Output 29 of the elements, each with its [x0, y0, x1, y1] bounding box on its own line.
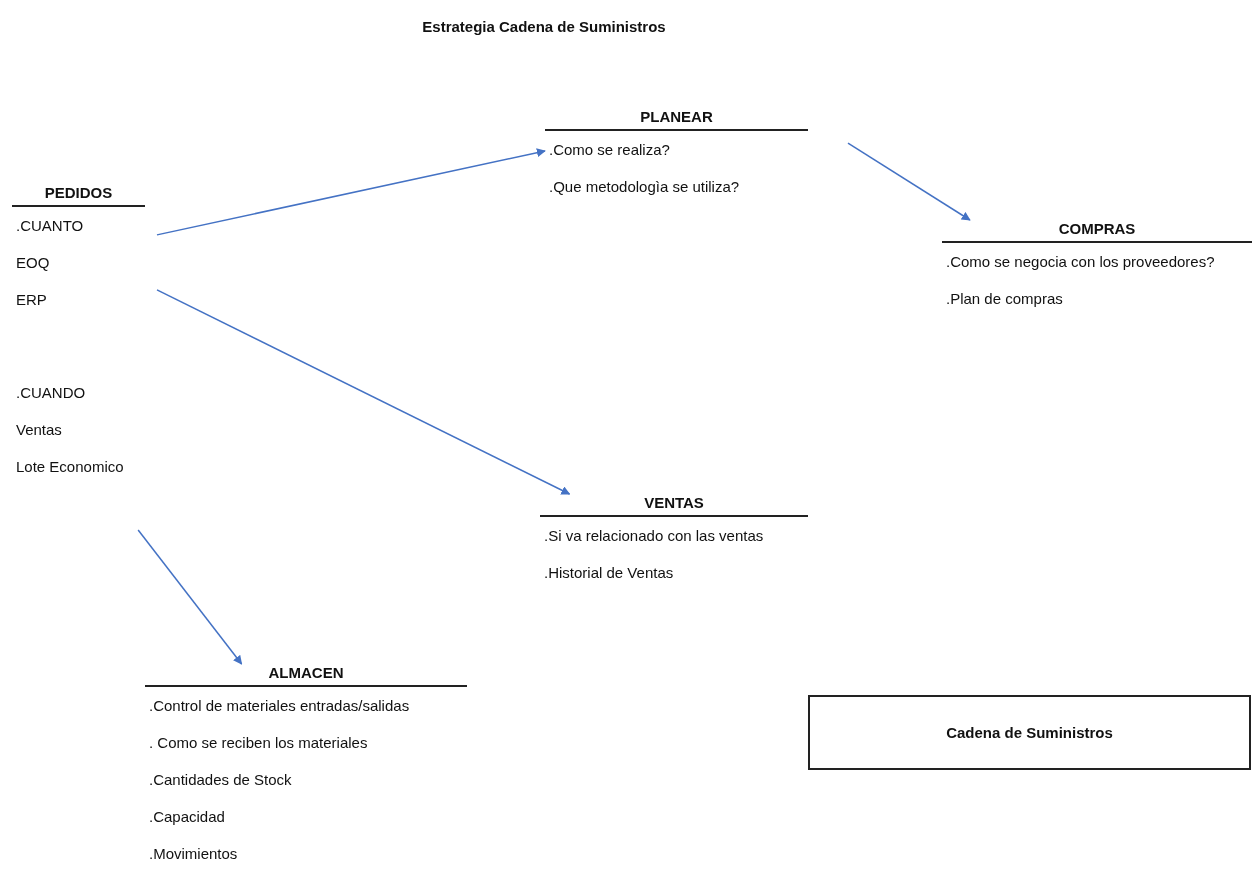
section-heading: VENTAS	[540, 494, 808, 517]
list-item: ERP	[15, 290, 48, 310]
section-heading: PEDIDOS	[12, 184, 145, 207]
section-heading: COMPRAS	[942, 220, 1252, 243]
list-item: Ventas	[15, 420, 63, 440]
list-item: Lote Economico	[15, 457, 125, 477]
label-box	[808, 695, 1251, 770]
list-item: .CUANTO	[15, 216, 85, 236]
section-heading: ALMACEN	[145, 664, 467, 687]
list-item: .Que metodologìa se utiliza?	[548, 177, 741, 197]
section-heading: PLANEAR	[545, 108, 808, 131]
arrow	[156, 289, 571, 495]
list-item: . Como se reciben los materiales	[148, 733, 369, 753]
list-item: .Como se negocia con los proveedores?	[945, 252, 1216, 272]
list-item: .Plan de compras	[945, 289, 1064, 309]
list-item: EOQ	[15, 253, 51, 273]
list-item: .Historial de Ventas	[543, 563, 675, 583]
list-item: .CUANDO	[15, 383, 87, 403]
list-item: .Como se realiza?	[548, 140, 671, 160]
list-item: .Cantidades de Stock	[148, 770, 293, 790]
box-label: Cadena de Suministros	[946, 724, 1113, 741]
list-item: .Control de materiales entradas/salidas	[148, 696, 411, 716]
arrow	[847, 142, 971, 221]
list-item: .Capacidad	[148, 807, 226, 827]
list-item: .Movimientos	[148, 844, 239, 864]
arrow	[156, 148, 546, 236]
arrow	[137, 529, 243, 665]
diagram-title: Estrategia Cadena de Suministros	[421, 18, 667, 35]
list-item: .Si va relacionado con las ventas	[543, 526, 765, 546]
